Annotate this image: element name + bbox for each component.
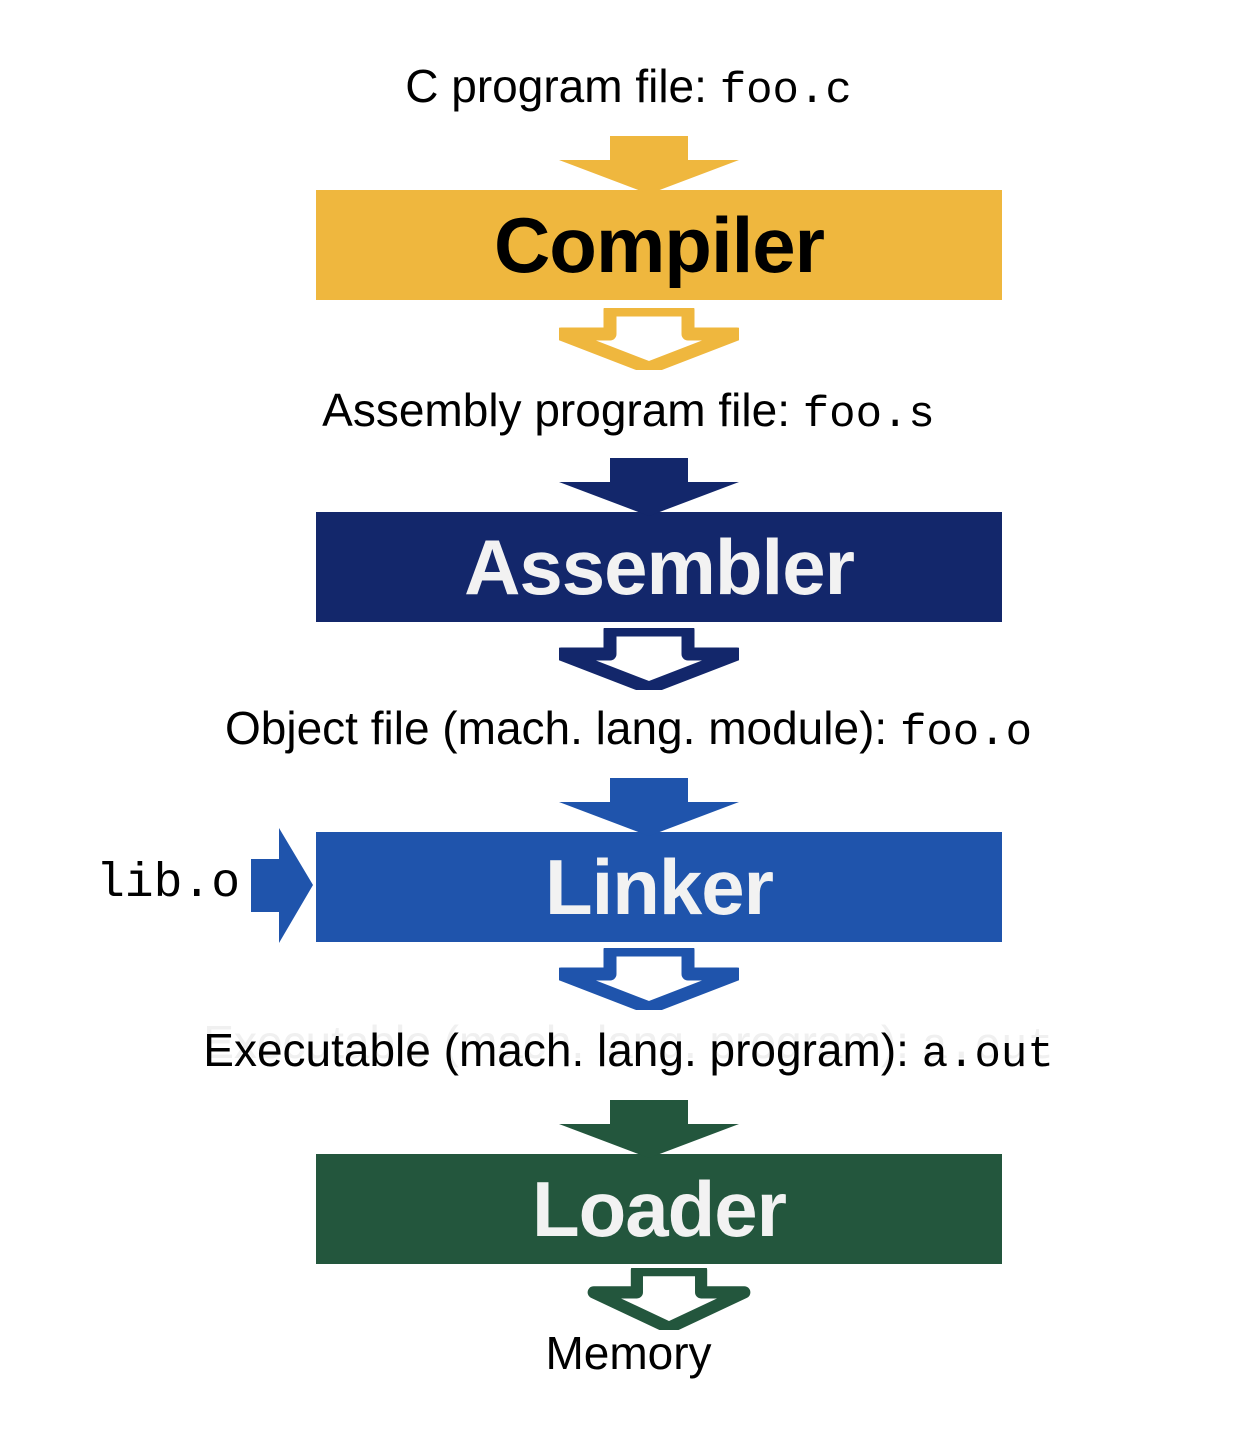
arrow-source-to-compiler bbox=[559, 136, 739, 194]
stage-label-loader: Loader bbox=[531, 1164, 787, 1253]
object-file-name: foo.o bbox=[899, 708, 1032, 758]
source-file-text: C program file: bbox=[405, 60, 720, 112]
memory-text: Memory bbox=[545, 1327, 712, 1379]
assembly-file-label: Assembly program file: foo.s bbox=[0, 382, 1257, 443]
arrow-compiler-to-assembly-file bbox=[559, 308, 739, 370]
library-input-label: lib.o bbox=[40, 855, 240, 913]
arrow-loader-to-memory bbox=[579, 1268, 751, 1330]
arrow-executable-file-to-loader bbox=[559, 1100, 739, 1158]
executable-file-label: Executable (mach. lang. program): a.out bbox=[0, 1022, 1257, 1083]
arrow-object-file-to-linker bbox=[559, 778, 739, 836]
object-file-text: Object file (mach. lang. module): bbox=[225, 702, 900, 754]
source-file-name: foo.c bbox=[719, 66, 852, 116]
stage-box-compiler[interactable]: Compiler bbox=[316, 190, 1002, 300]
executable-ghost-name: a.out bbox=[921, 1022, 1054, 1072]
memory-label: Memory bbox=[0, 1325, 1257, 1381]
assembly-file-text: Assembly program file: bbox=[322, 384, 803, 436]
source-file-label: C program file: foo.c bbox=[0, 58, 1257, 119]
stage-label-assembler: Assembler bbox=[464, 522, 855, 611]
arrow-linker-to-executable-file bbox=[559, 948, 739, 1010]
arrow-assembly-file-to-assembler bbox=[559, 458, 739, 516]
stage-box-loader[interactable]: Loader bbox=[316, 1154, 1002, 1264]
executable-ghost-text: Executable (mach. lang. program): bbox=[203, 1016, 922, 1068]
executable-file-ghost-artifact: Executable (mach. lang. program): a.out bbox=[0, 1014, 1257, 1075]
object-file-label: Object file (mach. lang. module): foo.o bbox=[0, 700, 1257, 761]
library-input-text: lib.o bbox=[95, 857, 240, 911]
stage-box-linker[interactable]: Linker bbox=[316, 832, 1002, 942]
executable-file-name: a.out bbox=[921, 1030, 1054, 1080]
stage-label-linker: Linker bbox=[544, 842, 774, 931]
arrow-assembler-to-object-file bbox=[559, 628, 739, 690]
executable-file-text: Executable (mach. lang. program): bbox=[203, 1024, 922, 1076]
arrow-libo-to-linker bbox=[251, 828, 313, 943]
stage-label-compiler: Compiler bbox=[493, 200, 825, 289]
stage-box-assembler[interactable]: Assembler bbox=[316, 512, 1002, 622]
assembly-file-name: foo.s bbox=[802, 390, 935, 440]
